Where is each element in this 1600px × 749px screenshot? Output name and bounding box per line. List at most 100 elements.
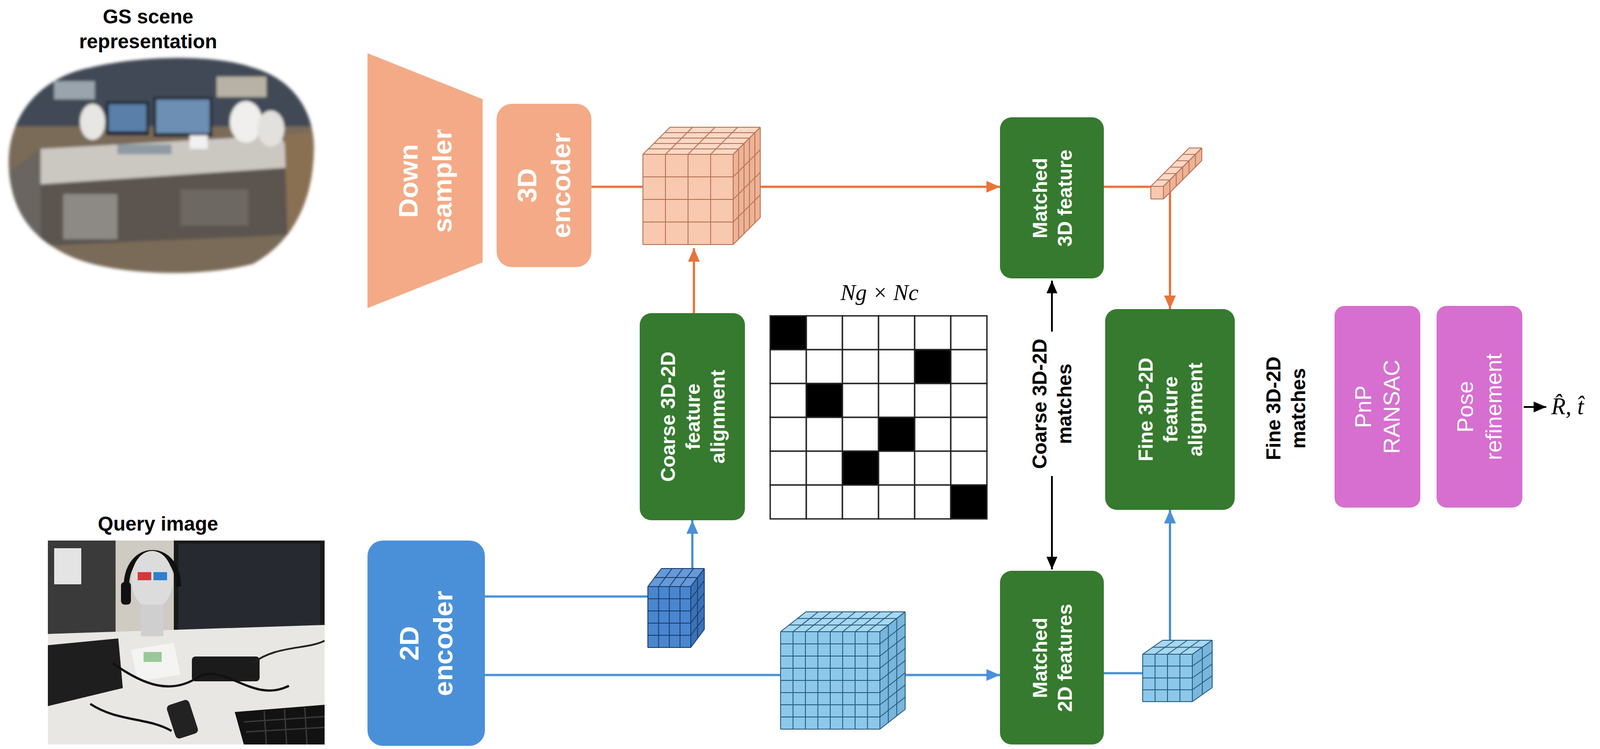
feature-tensor	[647, 610, 691, 612]
feature-tensor	[904, 612, 906, 710]
feature-tensor	[748, 138, 750, 229]
feature-tensor	[1142, 678, 1193, 680]
feature-tensor	[733, 195, 761, 223]
feature-tensor	[733, 217, 761, 245]
feature-tensor	[647, 568, 705, 587]
feature-tensor	[1191, 654, 1193, 703]
matrix-cell	[842, 417, 879, 452]
photo-screen	[178, 544, 321, 642]
feature-tensor	[642, 127, 670, 155]
feature-tensor	[817, 632, 819, 730]
photo-headphones	[126, 553, 179, 587]
feature-tensor	[654, 577, 698, 579]
feature-tensor	[1192, 664, 1213, 679]
matrix-cell	[842, 316, 879, 350]
feature-tensor	[754, 132, 756, 224]
feature-tensor	[733, 127, 761, 155]
process-box: Coarse 3D-2D feature alignment	[639, 313, 745, 521]
feature-tensor	[1180, 640, 1200, 655]
photo-device	[191, 656, 260, 682]
feature-tensor	[690, 586, 692, 648]
feature-tensor	[888, 625, 889, 723]
matrix-cell	[914, 383, 951, 418]
matrix-cell	[806, 451, 843, 486]
photo-desk	[47, 625, 325, 745]
scene-mannequin	[229, 101, 263, 143]
feature-tensor	[669, 586, 670, 648]
feature-tensor	[759, 127, 761, 218]
feature-tensor	[690, 593, 705, 612]
matrix-cell	[770, 417, 807, 452]
feature-tensor	[1150, 186, 1164, 187]
matrix-size-text: Ng × Nc	[840, 278, 919, 307]
matrix-cell	[806, 417, 843, 452]
photo-shelf	[47, 540, 116, 636]
photo-cable	[90, 704, 172, 732]
feature-tensor	[661, 568, 705, 570]
feature-tensor	[1162, 640, 1213, 642]
figure-heading-text: Query image	[97, 511, 219, 537]
matrix-cell	[950, 383, 987, 418]
matrix-cell	[914, 417, 951, 452]
feature-tensor	[1167, 654, 1168, 703]
photo-glasses	[153, 572, 168, 581]
feature-tensor	[642, 221, 734, 223]
feature-tensor	[1162, 186, 1164, 200]
matrix-cell	[878, 383, 915, 418]
photo-glasses	[137, 572, 152, 581]
matrix-cell	[914, 451, 951, 486]
trapezoid-outline	[367, 53, 483, 309]
feature-tensor	[1142, 654, 1193, 656]
feature-tensor	[647, 586, 649, 648]
photo-device	[47, 638, 123, 707]
feature-tensor	[1157, 179, 1170, 181]
feature-tensor	[733, 149, 761, 177]
feature-tensor	[647, 586, 691, 648]
feature-tensor	[1163, 160, 1202, 200]
scene-floor	[284, 130, 321, 280]
feature-tensor	[1191, 654, 1193, 703]
feature-tensor	[805, 611, 906, 613]
matrix-cell	[770, 485, 807, 520]
photo-mannequin	[140, 604, 164, 637]
feature-tensor	[647, 623, 691, 624]
feature-tensor	[1175, 173, 1177, 187]
feature-tensor	[1142, 640, 1213, 703]
feature-tensor	[1192, 640, 1213, 655]
gs-scene-render	[0, 49, 321, 285]
feature-tensor	[1142, 640, 1163, 655]
pose-output-text: R̂, t̂	[1551, 391, 1584, 422]
feature-tensor	[867, 632, 869, 730]
feature-tensor	[842, 612, 869, 633]
feature-tensor	[780, 729, 880, 731]
feature-tensor	[867, 612, 894, 633]
box-text: 3D encoder	[510, 122, 578, 249]
feature-arrow	[693, 248, 696, 314]
scene-shelf	[54, 81, 95, 100]
feature-tensor	[780, 631, 880, 633]
matrix-cell	[878, 316, 915, 350]
figure-heading-text: GS scene representation	[57, 4, 239, 54]
feature-tensor	[1163, 173, 1177, 175]
feature-tensor	[1176, 160, 1190, 162]
process-box: Matched 3D feature	[1000, 117, 1104, 279]
scene-monitor	[106, 101, 149, 136]
feature-tensor	[1150, 186, 1164, 200]
feature-tensor	[1162, 186, 1164, 200]
scene-keyboard	[117, 144, 172, 155]
feature-tensor	[1170, 167, 1183, 168]
photo-device	[130, 643, 181, 682]
photo-mannequin	[131, 551, 173, 610]
box-text: Matched 3D feature	[1027, 143, 1077, 253]
photo-wall	[47, 540, 325, 745]
feature-tensor	[1182, 167, 1184, 181]
feature-tensor	[879, 612, 906, 730]
photo-headphones	[120, 582, 131, 605]
feature-tensor	[879, 685, 906, 706]
connector-arrow	[1103, 510, 1171, 674]
feature-tensor	[1150, 148, 1190, 187]
feature-tensor	[797, 618, 897, 620]
feature-tensor	[703, 568, 705, 630]
feature-tensor	[879, 612, 906, 633]
solver-box: PnP RANSAC	[1334, 306, 1421, 508]
